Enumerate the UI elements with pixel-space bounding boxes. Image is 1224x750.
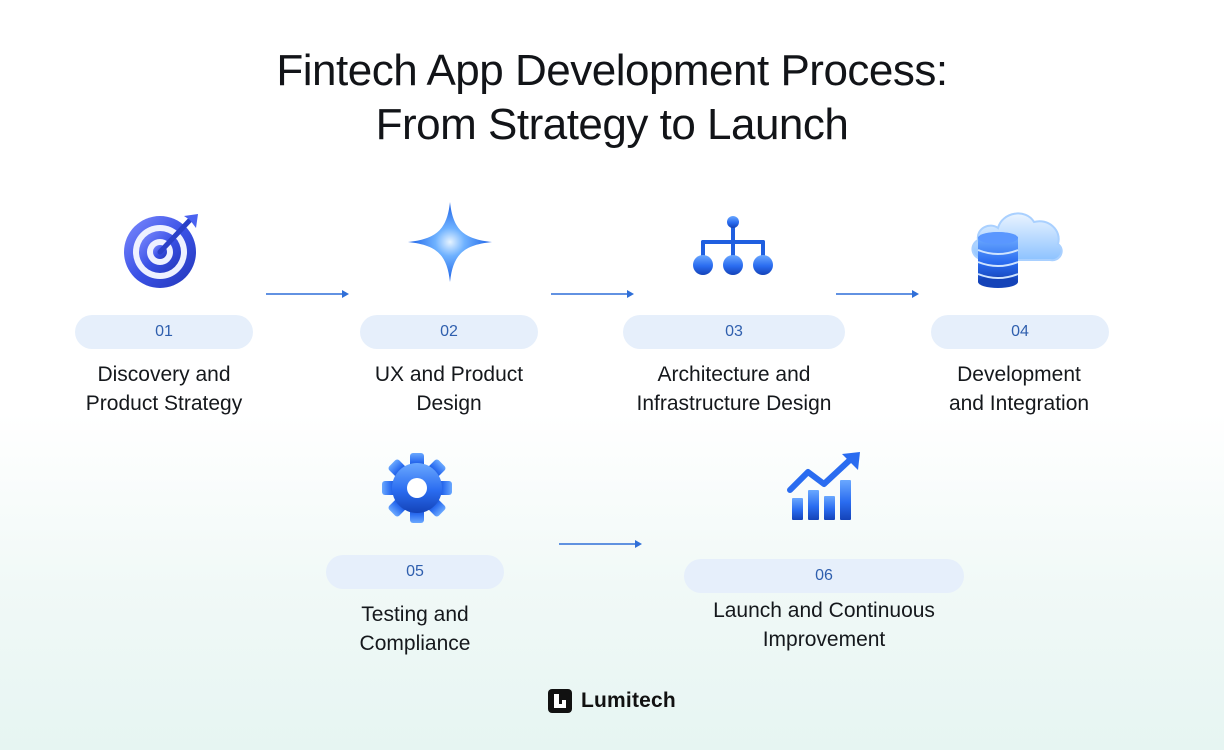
hierarchy-icon	[693, 216, 773, 275]
step-number-pill: 01	[75, 315, 253, 349]
step-number-pill: 03	[623, 315, 845, 349]
arrow-01-02	[266, 290, 349, 298]
arrow-03-04	[836, 290, 919, 298]
arrow-05-06	[559, 540, 642, 548]
gear-icon	[382, 453, 452, 523]
step-number-pill: 06	[684, 559, 964, 593]
target-icon	[124, 214, 198, 288]
step-label: UX and Product Design	[374, 363, 524, 415]
growth-chart-icon	[787, 452, 860, 520]
step-label: Testing and Compliance	[359, 603, 471, 655]
arrow-02-03	[551, 290, 634, 298]
sparkle-icon	[408, 202, 492, 282]
cloud-database-icon	[971, 212, 1063, 288]
title-line-1: Fintech App Development Process:	[276, 46, 948, 95]
step-label: Launch and Continuous Improvement	[713, 599, 935, 651]
step-number-pill: 05	[326, 555, 504, 589]
step-label: Discovery and Product Strategy	[85, 363, 243, 415]
step-number-pill: 02	[360, 315, 538, 349]
step-label: Architecture and Infrastructure Design	[636, 363, 832, 415]
brand-name: Lumitech	[581, 689, 676, 712]
brand: Lumitech	[548, 688, 676, 714]
title-line-2: From Strategy to Launch	[375, 100, 849, 149]
lumitech-logo-icon	[548, 689, 572, 713]
page-title: Fintech App Development Process: From St…	[0, 44, 1224, 152]
step-label: Development and Integration	[948, 363, 1090, 415]
step-number-pill: 04	[931, 315, 1109, 349]
